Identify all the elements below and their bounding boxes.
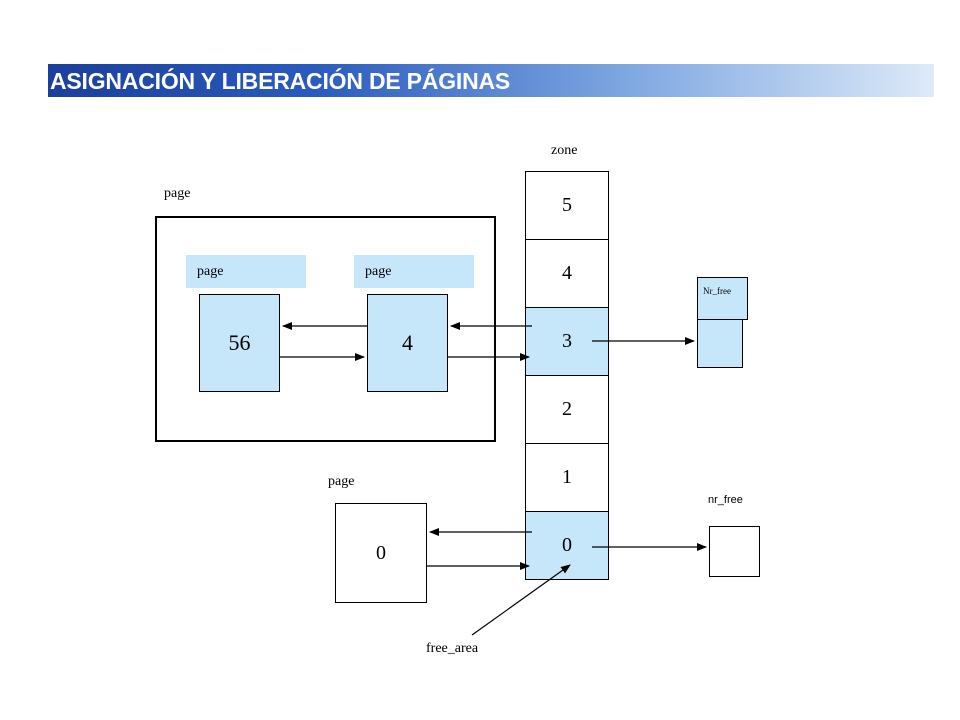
title-bar [48, 64, 934, 97]
zone-label: zone [551, 143, 578, 158]
page-outer-label: page [164, 186, 191, 201]
zone-cell-0: 0 [525, 511, 609, 580]
nr-free-bottom-label: nr_free [708, 494, 743, 506]
page-right-header: page [354, 255, 474, 288]
page-56-box: 56 [199, 294, 280, 392]
arrow-freearea-to-zone0 [471, 564, 571, 636]
free-area-label: free_area [426, 641, 479, 656]
page-group-box [155, 216, 496, 442]
page-bottom-label: page [328, 474, 355, 489]
nr-free-bottom-box [709, 526, 760, 577]
zone-cell-2: 2 [525, 375, 609, 444]
page-left-header: page [186, 255, 306, 288]
page-title: ASIGNACIÓN Y LIBERACIÓN DE PÁGINAS [50, 68, 511, 94]
page-0-box: 0 [335, 503, 427, 603]
zone-cell-5: 5 [525, 171, 609, 240]
zone-cell-4: 4 [525, 239, 609, 308]
nr-free-top-label: Nr_free [703, 286, 731, 296]
nr-free-top-box [697, 318, 743, 368]
nr-free-top-header: Nr_free [697, 277, 748, 320]
zone-cell-1: 1 [525, 443, 609, 512]
page-4-box: 4 [367, 294, 448, 392]
